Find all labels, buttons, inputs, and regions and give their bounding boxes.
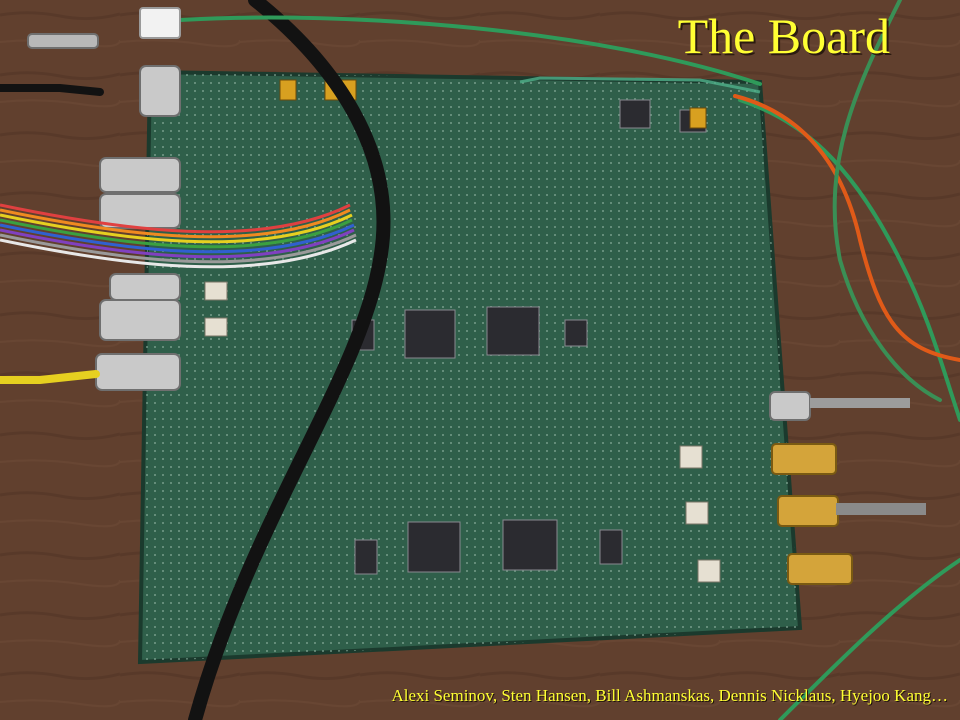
left-connectors: [95, 65, 181, 391]
ribbon-cable: [0, 203, 357, 269]
black-cables: [0, 0, 391, 720]
slide-credits: Alexi Seminov, Sten Hansen, Bill Ashmans…: [391, 686, 948, 705]
slide-title: The Board: [677, 8, 890, 64]
right-connectors: [769, 391, 926, 585]
